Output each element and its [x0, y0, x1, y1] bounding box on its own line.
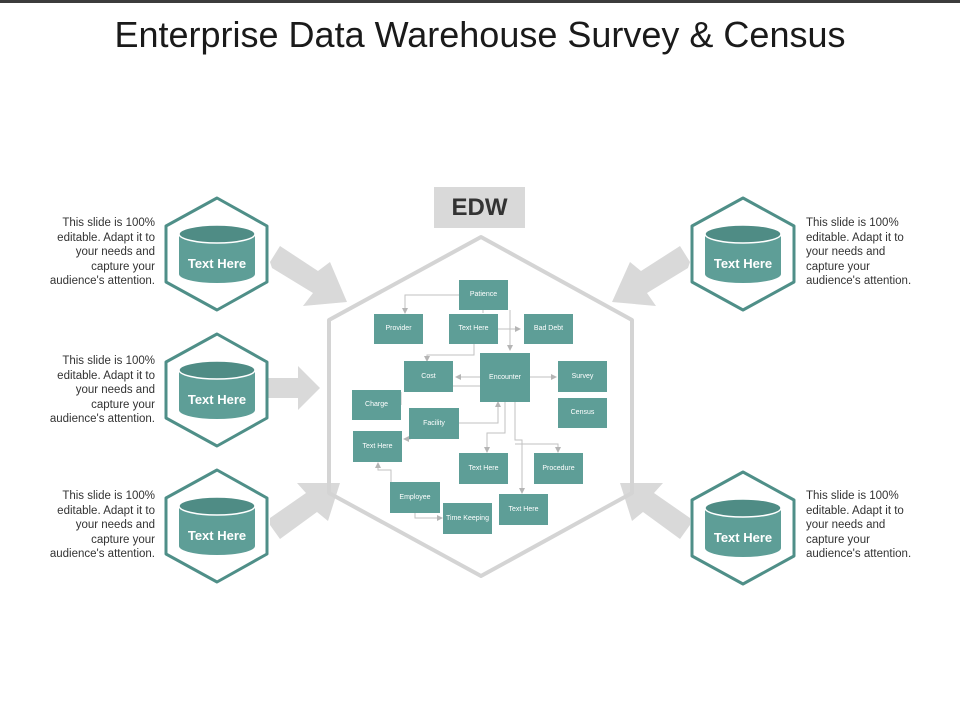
edw-label: EDW	[434, 187, 525, 228]
top-bar	[0, 0, 960, 3]
node-provider: Provider	[374, 314, 423, 344]
node-encounter: Encounter	[480, 353, 530, 402]
node-facility: Facility	[409, 408, 459, 439]
arrow-left-top	[270, 246, 347, 306]
page-title: Enterprise Data Warehouse Survey & Censu…	[114, 14, 846, 55]
side-text-left-bottom: This slide is 100% editable. Adapt it to…	[49, 490, 155, 560]
arrows	[268, 246, 690, 539]
database-right-top-label: Text Here	[713, 256, 773, 271]
side-text-right-bottom: This slide is 100% editable. Adapt it to…	[806, 490, 912, 560]
database-right-bottom-label: Text Here	[713, 530, 773, 545]
node-procedure: Procedure	[534, 453, 583, 484]
node-employee: Employee	[390, 482, 440, 513]
node-text-here-3: Text Here	[459, 453, 508, 484]
node-charge: Charge	[352, 390, 401, 420]
database-right-bottom-icon	[704, 498, 782, 557]
side-text-left-top: This slide is 100% editable. Adapt it to…	[49, 217, 155, 287]
arrow-left-mid	[268, 366, 320, 410]
arrow-right-bottom	[620, 483, 690, 539]
node-survey: Survey	[558, 361, 607, 392]
central-hexagon	[327, 235, 634, 578]
node-text-here-2: Text Here	[353, 431, 402, 462]
database-left-top-label: Text Here	[187, 256, 247, 271]
database-right-top-icon	[704, 224, 782, 283]
arrow-right-top	[612, 246, 690, 306]
database-left-bottom-icon	[178, 496, 256, 555]
arrow-left-bottom	[270, 483, 340, 539]
database-left-bottom-label: Text Here	[187, 528, 247, 543]
side-text-right-top: This slide is 100% editable. Adapt it to…	[806, 217, 912, 287]
node-bad-debt: Bad Debt	[524, 314, 573, 344]
node-text-here-1: Text Here	[449, 314, 498, 344]
node-time-keeping: Time Keeping	[443, 503, 492, 534]
side-text-left-mid: This slide is 100% editable. Adapt it to…	[49, 355, 155, 425]
database-left-mid-label: Text Here	[187, 392, 247, 407]
node-patience: Patience	[459, 280, 508, 310]
database-left-top-icon	[178, 224, 256, 283]
connectors	[375, 294, 561, 521]
node-census: Census	[558, 398, 607, 428]
database-left-mid-icon	[178, 360, 256, 419]
node-text-here-4: Text Here	[499, 494, 548, 525]
node-cost: Cost	[404, 361, 453, 392]
